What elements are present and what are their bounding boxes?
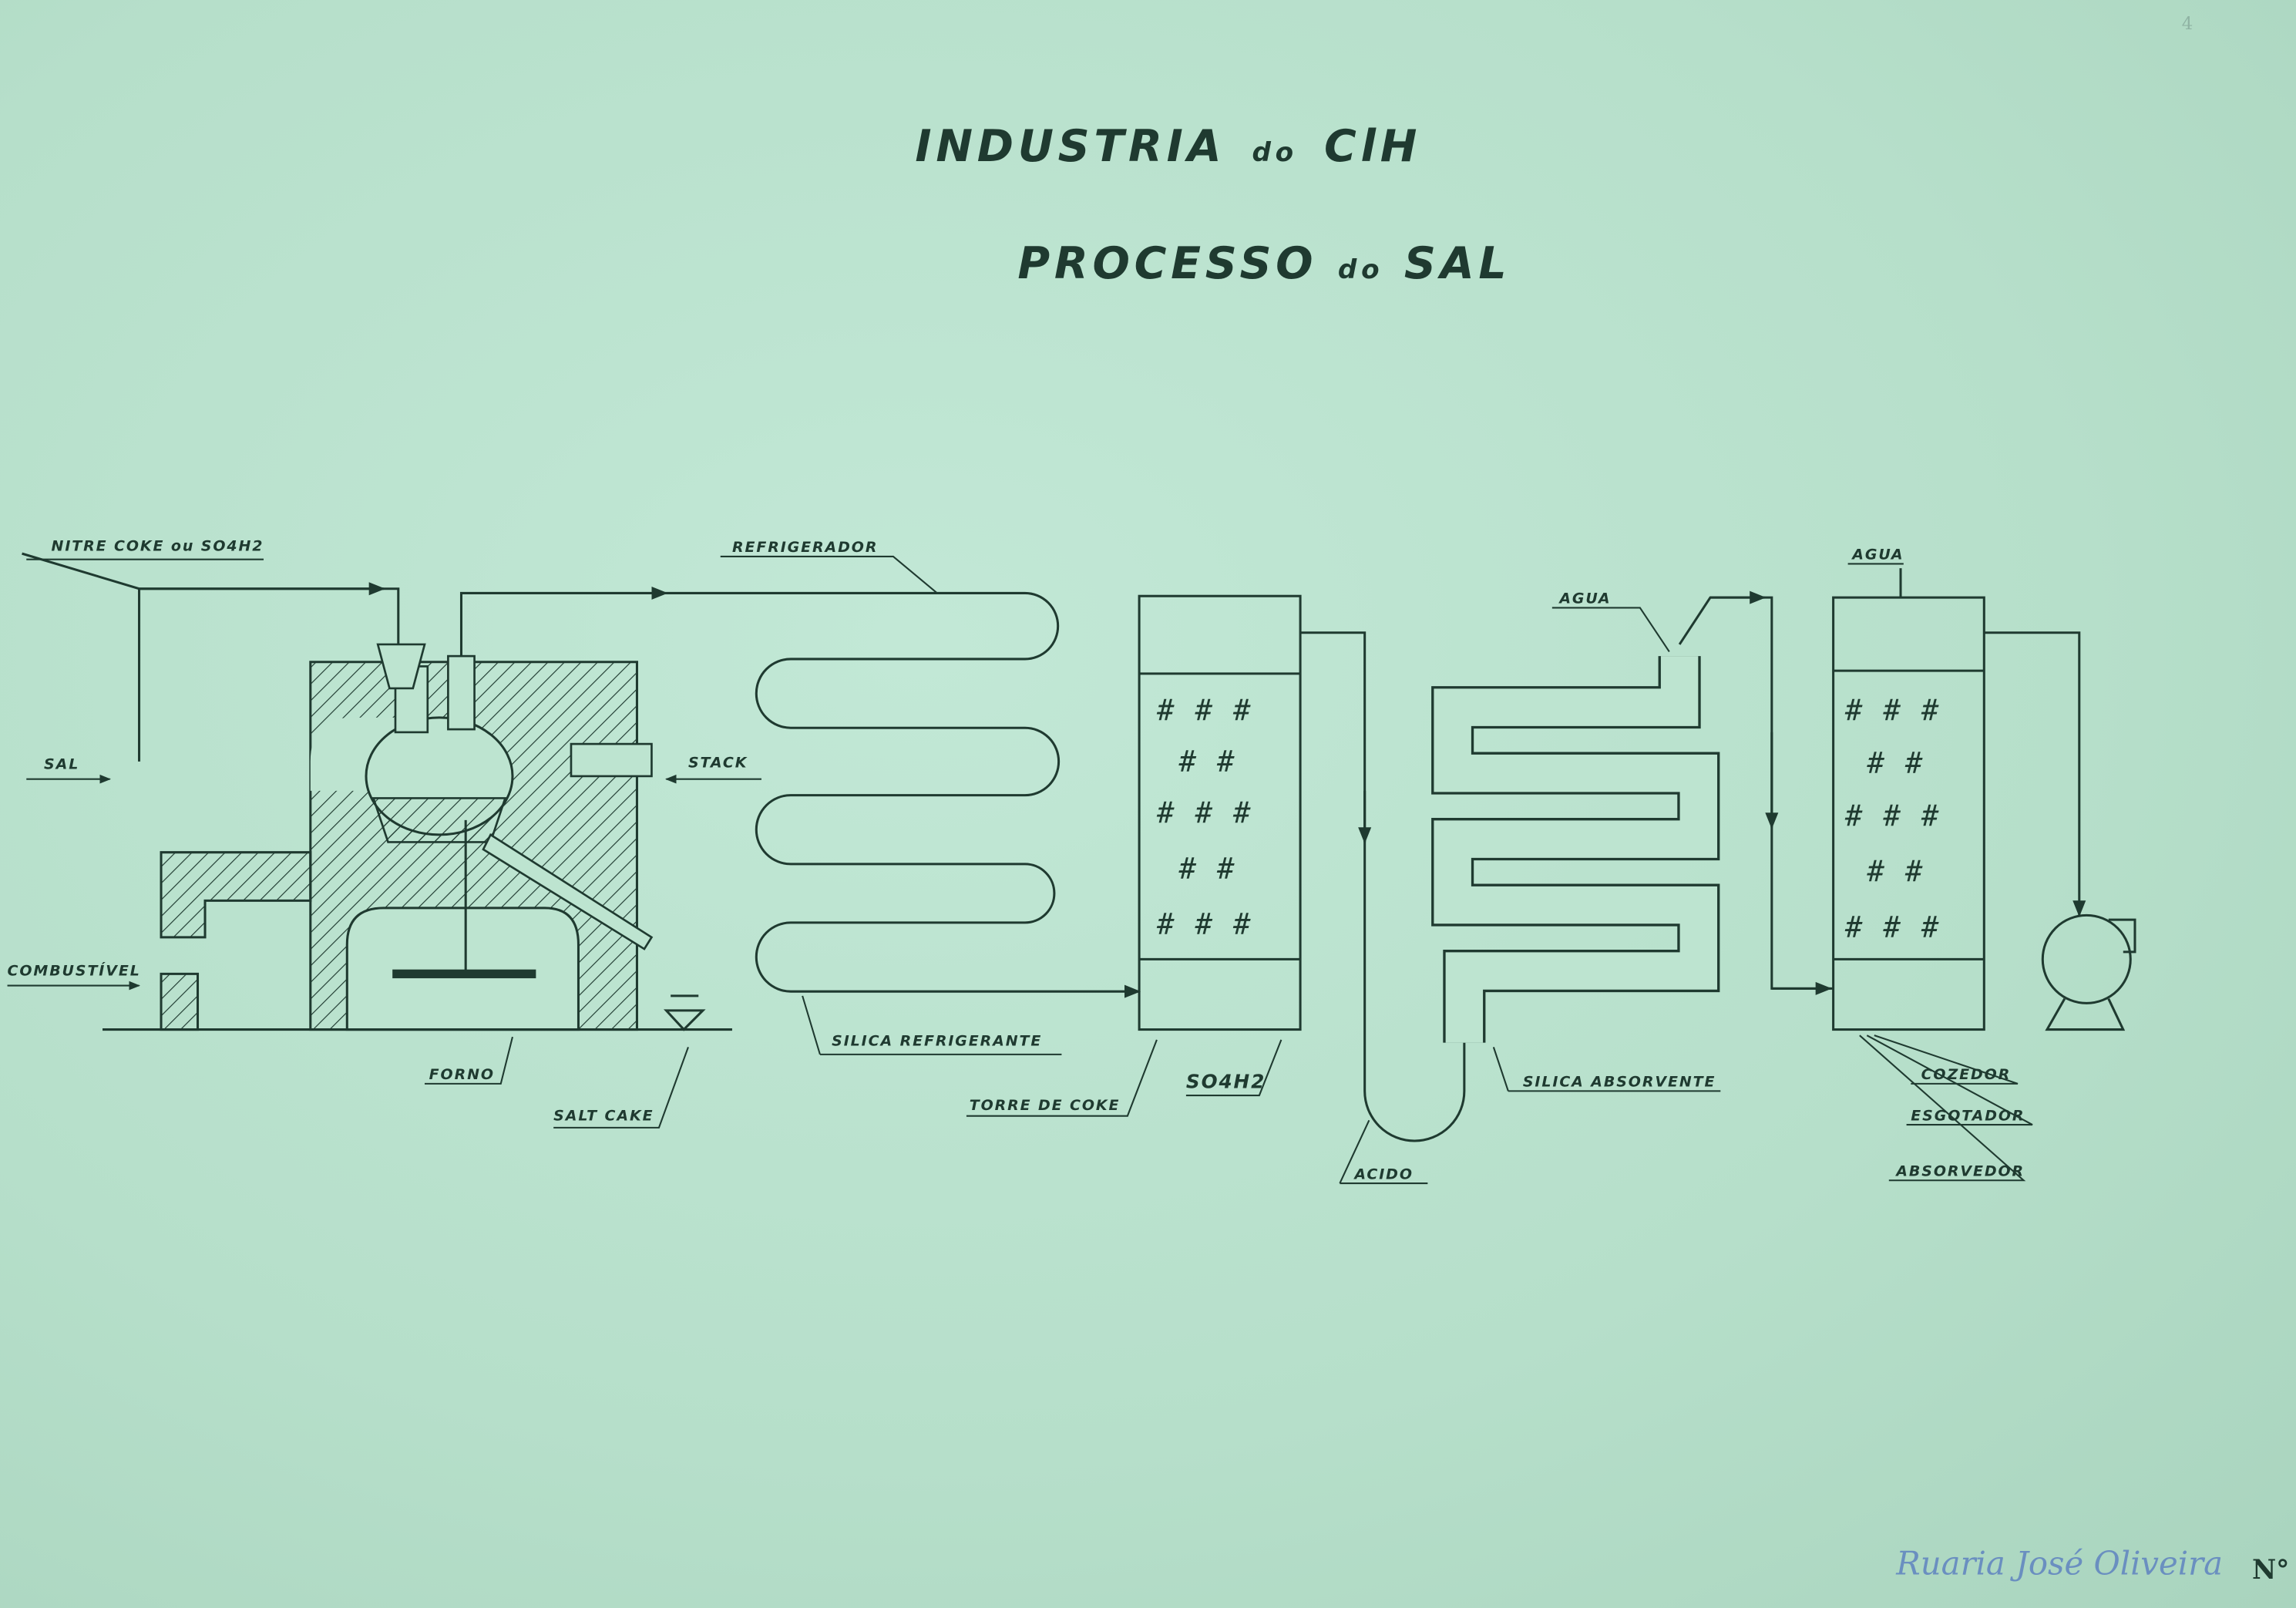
label-salt-cake: SALT CAKE bbox=[553, 1107, 654, 1124]
svg-text:###: ### bbox=[1156, 796, 1251, 830]
svg-text:###: ### bbox=[1844, 799, 1939, 833]
label-torre-coke: TORRE DE COKE bbox=[970, 1097, 1121, 1114]
refrigerator-coil bbox=[666, 591, 1141, 998]
svg-text:###: ### bbox=[1156, 694, 1251, 728]
svg-text:##: ## bbox=[1178, 852, 1234, 886]
label-esgotador: ESGOTADOR bbox=[1911, 1107, 2025, 1124]
label-acido: ACIDO bbox=[1353, 1166, 1414, 1182]
label-forno: FORNO bbox=[429, 1066, 495, 1083]
sheet-number: N° bbox=[2252, 1555, 2289, 1586]
furnace bbox=[103, 643, 732, 1031]
label-so4h2: SO4H2 bbox=[1186, 1071, 1266, 1093]
pump bbox=[1984, 631, 2136, 1031]
svg-text:###: ### bbox=[1844, 910, 1939, 944]
coke-tower: ### ## ### ## ### bbox=[1138, 594, 1302, 1031]
leader-lines bbox=[7, 555, 2033, 1185]
label-absorvedor: ABSORVEDOR bbox=[1894, 1163, 2025, 1180]
label-nitre: NITRE COKE ou SO4H2 bbox=[52, 537, 264, 554]
absorber-tower: ### ## ### ## ### bbox=[1832, 568, 1985, 1031]
label-sal: SAL bbox=[44, 755, 79, 772]
svg-text:##: ## bbox=[1866, 746, 1922, 780]
corner-mark: 4 bbox=[2182, 14, 2193, 34]
label-silica-refrigerante: SILICA REFRIGERANTE bbox=[832, 1032, 1042, 1049]
acid-u-tube bbox=[1300, 631, 1466, 1142]
label-cozedor: COZEDOR bbox=[1921, 1066, 2012, 1083]
signature: Ruaria José Oliveira bbox=[1895, 1544, 2223, 1582]
label-stack: STACK bbox=[688, 755, 748, 772]
svg-text:##: ## bbox=[1866, 855, 1922, 889]
label-agua-1: AGUA bbox=[1558, 590, 1611, 607]
svg-text:###: ### bbox=[1156, 907, 1251, 941]
svg-text:##: ## bbox=[1178, 745, 1234, 779]
label-refrigerador: REFRIGERADOR bbox=[732, 539, 878, 556]
label-combustivel: COMBUSTÍVEL bbox=[8, 961, 141, 979]
labels: NITRE COKE ou SO4H2 SAL STACK COMBUSTÍVE… bbox=[8, 537, 2025, 1182]
svg-text:###: ### bbox=[1844, 694, 1939, 728]
silica-absorber bbox=[1431, 656, 1720, 1043]
label-silica-absorvente: SILICA ABSORVENTE bbox=[1523, 1074, 1716, 1091]
label-agua-2: AGUA bbox=[1851, 547, 1904, 563]
feed-lines bbox=[22, 552, 668, 762]
